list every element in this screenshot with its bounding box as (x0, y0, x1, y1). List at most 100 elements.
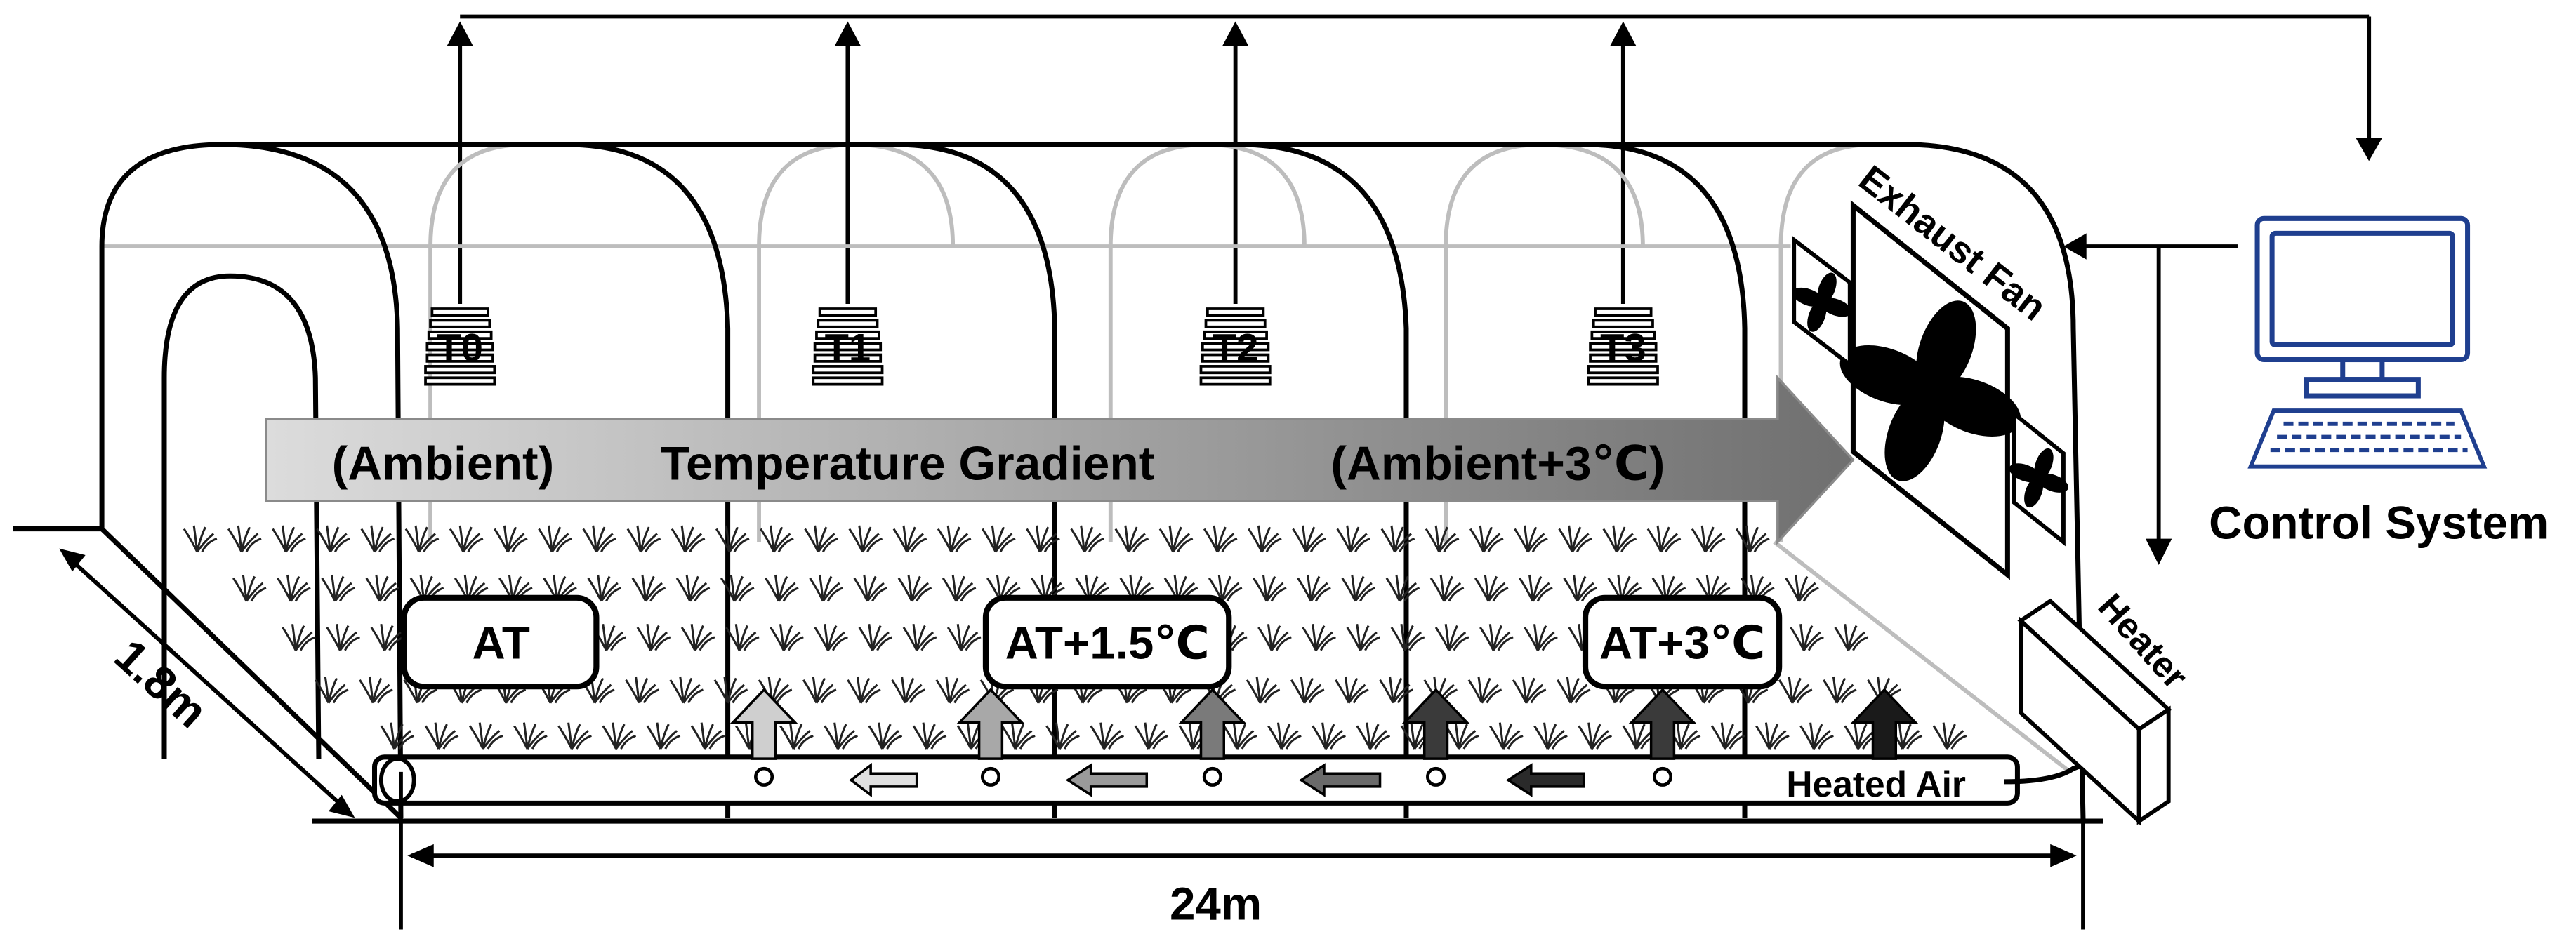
control-wiring (447, 14, 2382, 566)
grass-tuft (824, 721, 859, 750)
grass-tuft (853, 573, 889, 603)
warm-air-arrows (729, 688, 1919, 760)
grass-tuft (1222, 721, 1258, 750)
grass-tuft (646, 721, 682, 750)
grass-tuft (493, 524, 529, 553)
up-arrow-3 (1178, 688, 1247, 760)
grass-tuft (1474, 573, 1510, 603)
grass-tuft (449, 524, 484, 553)
grass-tuft (1257, 622, 1293, 652)
zone-at-plus-3: AT+3℃ (1582, 594, 1783, 690)
sensor-t0: T0 (424, 307, 496, 386)
grass-tuft (680, 622, 716, 652)
fan-blade-icon (1839, 300, 2021, 481)
grass-tuft (624, 675, 660, 705)
grass-tuft (1267, 721, 1302, 750)
grass-tuft (1290, 675, 1326, 705)
grass-tuft (1784, 573, 1820, 603)
monitor-icon (2254, 215, 2471, 399)
grass-tuft (858, 622, 894, 652)
up-arrow-1 (729, 688, 798, 760)
gradient-start-label: (Ambient) (332, 437, 555, 490)
sensor-t1: T1 (812, 307, 884, 386)
grass-tuft (1045, 721, 1081, 750)
up-arrow-2 (956, 688, 1025, 760)
flow-arrow-4 (1505, 763, 1585, 797)
grass-tuft (232, 573, 267, 603)
grass-tuft (759, 524, 795, 553)
grass-tuft (227, 524, 263, 553)
grass-tuft (1512, 675, 1547, 705)
flow-arrow-2 (1065, 763, 1149, 797)
grass-tuft (891, 675, 926, 705)
grass-tuft (1114, 524, 1150, 553)
grass-tuft (1247, 524, 1283, 553)
grass-tuft (942, 573, 977, 603)
grass-tuft (1778, 675, 1814, 705)
small-fan-icon (2009, 448, 2068, 508)
sensor-label: T1 (825, 326, 871, 370)
grass-tuft (892, 524, 928, 553)
grass-tuft (1799, 721, 1835, 750)
grass-tuft (326, 622, 361, 652)
grass-tuft (582, 524, 617, 553)
grass-tuft (690, 721, 726, 750)
grass-tuft (1070, 524, 1105, 553)
length-label: 24m (1170, 878, 1262, 929)
grass-tuft (764, 573, 800, 603)
grass-tuft (1834, 622, 1870, 652)
grass-tuft (1533, 721, 1568, 750)
grass-tuft (804, 524, 839, 553)
grass-tuft (1000, 721, 1036, 750)
grass-tuft (513, 721, 548, 750)
grass-tuft (1755, 721, 1790, 750)
grass-tuft (1646, 524, 1682, 553)
grass-tuft (1444, 721, 1480, 750)
heated-air-duct: Heated Air (371, 748, 2113, 806)
grass-tuft (769, 622, 805, 652)
grass-tuft (1563, 573, 1598, 603)
grass-tuft (1246, 675, 1281, 705)
sensor-t3: T3 (1587, 307, 1659, 386)
grass-tuft (1578, 721, 1613, 750)
control-system-label: Control System (2209, 498, 2549, 549)
grass-tuft (631, 573, 667, 603)
grass-tuft (1356, 721, 1392, 750)
grass-tuft (1334, 675, 1370, 705)
greenhouse-frame (13, 142, 2103, 824)
grass-tuft (626, 524, 662, 553)
grass-tuft (365, 573, 401, 603)
grass-tuft (1302, 622, 1337, 652)
grass-tuft (587, 573, 623, 603)
up-arrow-4 (1401, 688, 1470, 760)
zone-at: AT (401, 594, 600, 690)
grass-tuft (935, 675, 971, 705)
up-arrow-5 (1628, 688, 1697, 760)
sensor-label: T2 (1213, 326, 1259, 370)
grass-tuft (424, 721, 460, 750)
grass-tuft (1518, 573, 1554, 603)
zone-label: AT+1.5℃ (1005, 617, 1210, 668)
grass-tuft (1513, 524, 1549, 553)
air-outlets (754, 766, 1673, 787)
width-label: 1.8m (105, 629, 218, 738)
grass-tuft (902, 622, 938, 652)
grass-tuft (675, 573, 711, 603)
flow-arrow-3 (1298, 763, 1382, 797)
grass-tuft (912, 721, 948, 750)
grass-tuft (468, 721, 504, 750)
grass-tuft (1252, 573, 1288, 603)
gradient-middle-label: Temperature Gradient (661, 437, 1155, 490)
dimension-length: 24m (399, 771, 2085, 930)
grass-tuft (669, 675, 705, 705)
grass-tuft (1312, 721, 1347, 750)
grass-tuft (1488, 721, 1524, 750)
grass-tuft (1434, 622, 1470, 652)
grass-tuft (946, 622, 982, 652)
sensor-t2: T2 (1199, 307, 1272, 386)
grass-tuft (1336, 524, 1372, 553)
gradient-end-label: (Ambient+3℃) (1330, 437, 1665, 490)
grass-tuft (1710, 721, 1746, 750)
zone-label: AT+3℃ (1599, 617, 1765, 668)
grass-tuft (321, 573, 356, 603)
